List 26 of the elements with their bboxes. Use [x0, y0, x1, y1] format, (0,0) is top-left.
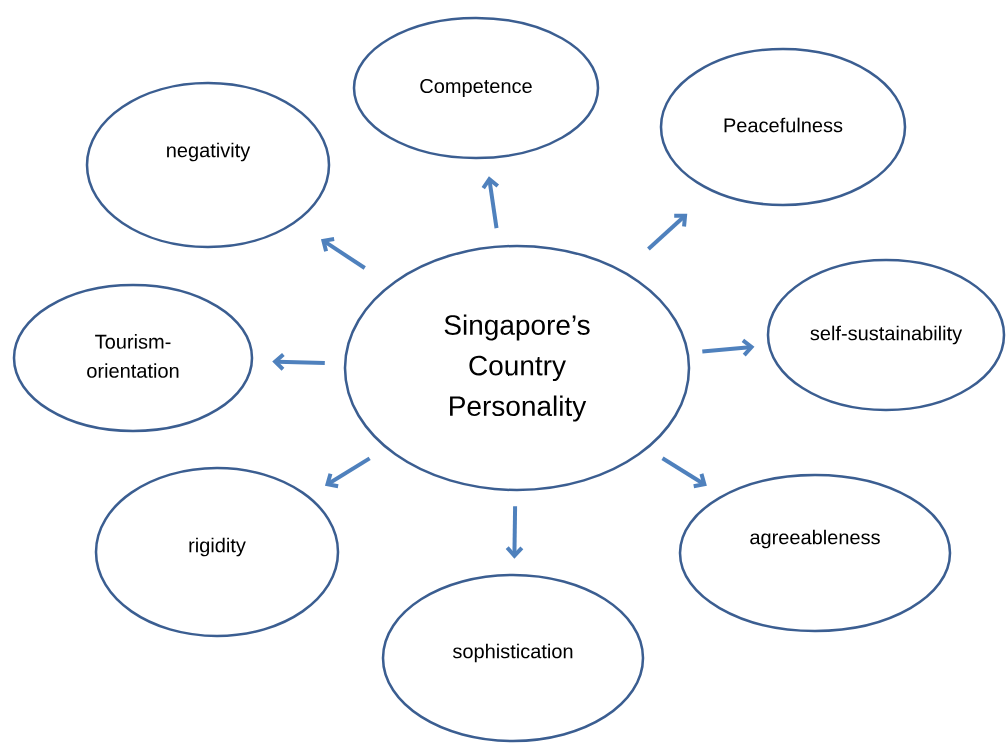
ellipse-node	[352, 16, 600, 160]
node-label: self-sustainability	[810, 325, 963, 345]
ellipse-node	[659, 47, 907, 207]
node-label: sophistication	[453, 643, 573, 663]
arrow	[505, 506, 524, 559]
node-label: rigidity	[189, 537, 246, 557]
node-label: Singapore’s Country Personality	[444, 314, 590, 422]
arrow	[647, 213, 688, 251]
node-label: Competence	[420, 78, 532, 98]
node-label: Tourism-orientation	[87, 334, 179, 378]
arrow	[481, 176, 500, 229]
ellipse-node	[766, 258, 1006, 412]
arrow	[702, 338, 755, 357]
ellipse-node	[381, 573, 645, 743]
ellipse-node	[678, 473, 952, 633]
node-label: Peacefulness	[724, 117, 843, 133]
ellipse-node	[343, 244, 691, 492]
node-label: agreeableness	[750, 529, 880, 549]
ellipse-node	[85, 81, 331, 249]
ellipse-node	[94, 466, 340, 638]
arrow	[661, 456, 707, 489]
ellipse-node	[12, 283, 254, 433]
arrow	[324, 456, 371, 489]
node-label: negativity	[167, 142, 251, 162]
arrow	[320, 237, 366, 270]
arrow	[272, 353, 325, 371]
